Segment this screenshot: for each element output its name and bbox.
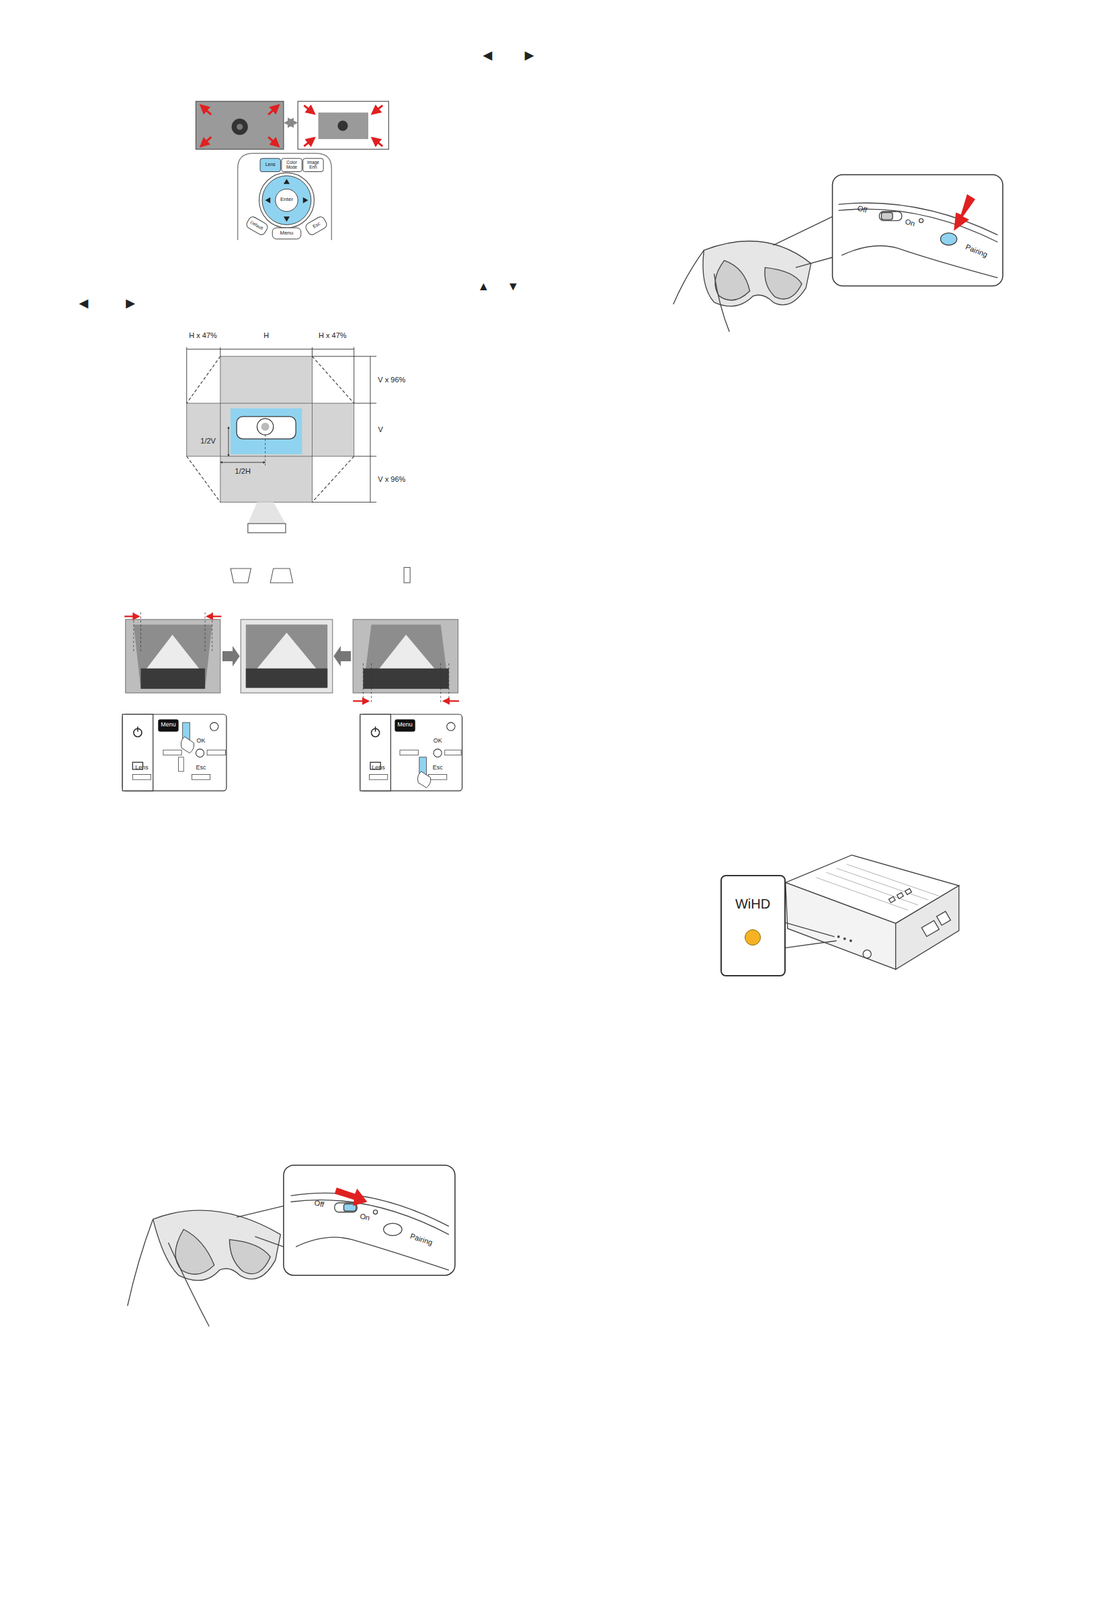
status-indicator	[744, 929, 761, 946]
diagram-label: ▶	[524, 49, 535, 64]
control-panel	[360, 714, 463, 792]
diagram-label: Menu	[397, 721, 413, 729]
callout-text: WiHD	[721, 876, 785, 913]
diagram-label: Color Mode	[282, 160, 302, 170]
control-panel	[122, 714, 227, 792]
diagram-label: Off	[856, 203, 868, 214]
diagram-label: V	[377, 425, 383, 434]
diagram-label: Menu	[279, 229, 294, 236]
diagram-label: OK	[196, 738, 205, 746]
diagram-label: ▶	[125, 297, 136, 311]
diagram-label: H x 47%	[318, 331, 347, 340]
diagram-label: V x 96%	[377, 475, 406, 484]
diagram-label: Lens	[135, 764, 149, 772]
3d-glasses	[127, 1165, 456, 1327]
diagram-label: ▼	[507, 280, 520, 294]
diagram-label: Esc	[311, 221, 322, 230]
diagram-label: H x 47%	[188, 331, 218, 340]
diagram-label: OK	[433, 738, 443, 746]
diagram-label: ◀	[79, 297, 89, 311]
diagram-label: ▲	[477, 280, 490, 294]
3d-glasses	[673, 174, 1003, 333]
diagram-label: Lens	[371, 764, 386, 772]
diagram-label: Off	[313, 1199, 326, 1210]
callout-box: WiHD	[720, 875, 786, 976]
diagram-label: ◀	[483, 49, 493, 64]
wihd-transmitter	[777, 854, 960, 970]
remote-control	[237, 153, 333, 240]
diagram-label: 1/2V	[200, 436, 216, 445]
diagram-label: Lens	[265, 161, 276, 168]
diagram-label: V x 96%	[377, 375, 406, 384]
diagram-label: Esc	[432, 764, 443, 772]
diagram-label: On	[359, 1211, 371, 1222]
diagram-label: Pairing	[409, 1231, 434, 1247]
diagram-label: Image Enh	[303, 160, 323, 170]
lens-shift-diagram	[186, 347, 377, 533]
keystone-illustration	[124, 567, 460, 704]
diagram-label: On	[903, 217, 916, 228]
diagram-label: H	[263, 331, 269, 340]
diagram-label: Menu	[160, 721, 177, 729]
diagram-label: 1/2H	[235, 467, 251, 476]
diagram-label: Enter	[280, 196, 294, 203]
diagram-label: Default	[250, 219, 265, 231]
diagram-label: Pairing	[963, 242, 988, 259]
zoom-illustration	[195, 101, 389, 150]
diagram-label: Esc	[195, 764, 206, 772]
